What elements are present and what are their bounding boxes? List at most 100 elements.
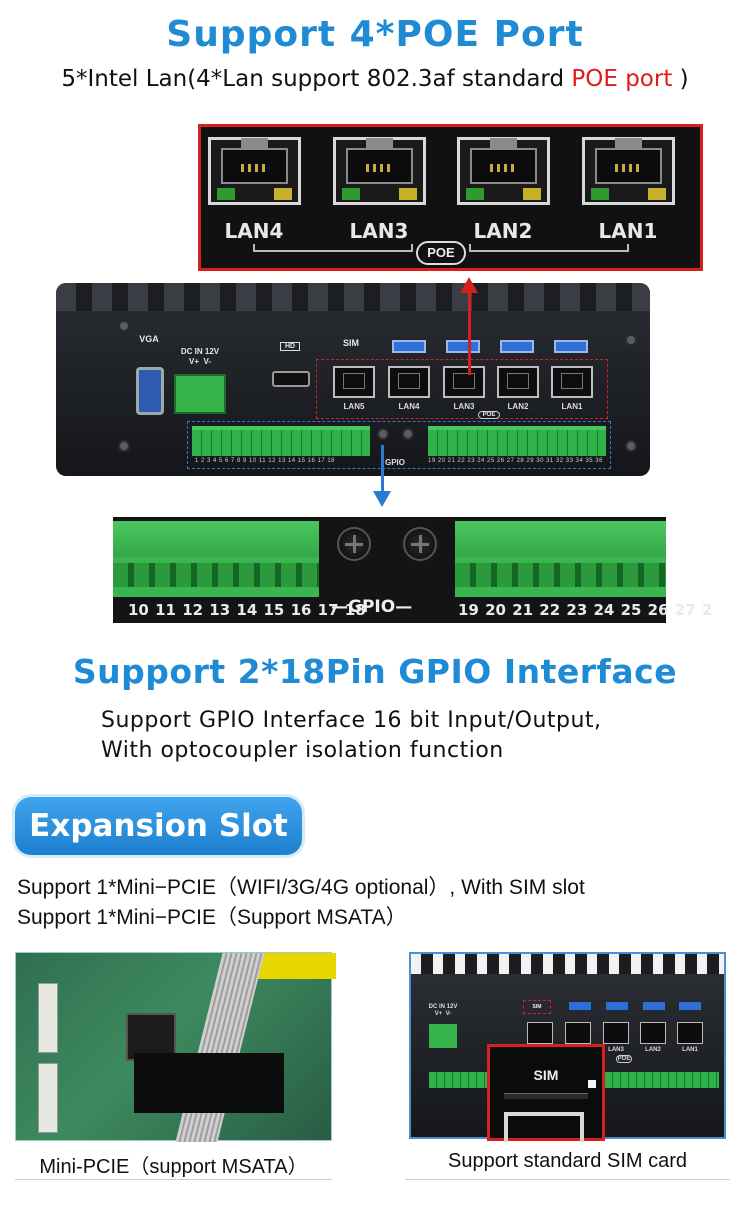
gpio-terminal-block-left	[113, 521, 319, 597]
gpio-terminal-left	[192, 426, 370, 456]
screw-icon	[337, 527, 371, 561]
lan-port-label: LAN4	[398, 402, 420, 411]
rj45-port-lan2	[457, 137, 550, 205]
mini-pcie-slot	[38, 1063, 58, 1133]
usb3-port	[606, 1002, 628, 1010]
usb3-port	[446, 340, 480, 353]
usb3-port	[392, 340, 426, 353]
gpio-left-numbers: 1 2 3 4 5 6 7 8 9 10 11 12 13 14 15 16 1…	[195, 458, 335, 464]
usb3-port	[500, 340, 534, 353]
sim-slot-marker	[588, 1080, 596, 1088]
expansion-slot-badge: Expansion Slot	[15, 797, 302, 855]
hdmi-port	[272, 371, 310, 387]
sim-slot-zoom: SIM	[487, 1044, 605, 1142]
caption-underline	[15, 1179, 332, 1180]
lan-port	[527, 1022, 553, 1044]
screw-icon	[625, 334, 637, 346]
caption-underline	[405, 1179, 730, 1180]
lan-port	[497, 366, 539, 398]
caption-sim-card: Support standard SIM card	[447, 1150, 687, 1172]
gpio-zoom-panel: 10 11 12 13 14 15 16 17 18 —GPIO— 19 20 …	[113, 517, 712, 623]
sim-slot-photo: DC IN 12V V+ V- SIM LAN3 LAN2 LAN1 POE S…	[409, 952, 726, 1142]
dc-in-label: DC IN 12V V+ V-	[428, 1004, 458, 1017]
sim-zoom-label: SIM	[533, 1067, 559, 1083]
caption-mini-pcie: Mini-PCIE（support MSATA）	[39, 1156, 308, 1178]
activity-led-icon	[523, 188, 541, 200]
lan-port	[603, 1022, 629, 1044]
rj45-port-lan1	[582, 137, 675, 205]
usb3-port	[679, 1002, 701, 1010]
mini-pcie-slot	[38, 983, 58, 1053]
screw-icon	[118, 320, 130, 332]
poe-bracket-right	[469, 244, 629, 252]
zoom-port-label: LAN1	[598, 219, 658, 243]
lan-port	[677, 1022, 703, 1044]
usb3-port	[554, 340, 588, 353]
screw-icon	[377, 428, 389, 440]
poe-subtitle-highlight: POE port	[571, 66, 673, 92]
expansion-line1: Support 1*Mini−PCIE（WIFI/3G/4G optional）…	[17, 876, 585, 899]
dc-power-connector	[429, 1024, 457, 1048]
poe-badge: POE	[416, 241, 466, 265]
poe-title: Support 4*POE Port	[166, 14, 584, 55]
sim-small-label: SIM	[532, 1004, 542, 1010]
lan-highlight-box	[316, 359, 608, 419]
sim-tray-outline	[504, 1112, 584, 1142]
lan-port	[388, 366, 430, 398]
poe-port-zoom-panel: LAN4 LAN3 LAN2 LAN1 POE	[198, 124, 703, 271]
screw-icon	[118, 440, 130, 452]
zoom-port-label: LAN3	[349, 219, 409, 243]
poe-subtitle-prefix: 5*Intel Lan(4*Lan support 802.3af standa…	[61, 66, 572, 92]
rj45-port-lan3	[333, 137, 426, 205]
screw-icon	[625, 440, 637, 452]
gpio-description-line2: With optocoupler isolation function	[101, 738, 504, 763]
poe-subtitle-suffix: )	[672, 66, 689, 92]
arrow-up-icon	[460, 277, 478, 293]
gpio-highlight-box	[187, 421, 611, 469]
gpio-small-label: GPIO	[385, 458, 406, 467]
gpio-terminal-right	[428, 426, 606, 456]
heatsink-fins	[56, 283, 650, 311]
usb3-port	[569, 1002, 591, 1010]
lan-port-label: LAN1	[682, 1047, 698, 1053]
expansion-line2: Support 1*Mini−PCIE（Support MSATA）	[17, 906, 407, 929]
heatsink-fins	[411, 954, 724, 974]
screw-icon	[403, 527, 437, 561]
lan-port	[551, 366, 593, 398]
gpio-title: Support 2*18Pin GPIO Interface	[72, 652, 678, 691]
link-led-icon	[591, 188, 609, 200]
mini-pcie-board-photo	[15, 952, 336, 1142]
poe-small-badge: POE	[616, 1055, 632, 1063]
link-led-icon	[342, 188, 360, 200]
gpio-zoom-label: —GPIO—	[331, 597, 413, 617]
sim-highlight-box: SIM	[523, 1000, 551, 1014]
arrow-down-icon	[373, 491, 391, 507]
lan-port-label: LAN3	[453, 402, 475, 411]
zoom-port-label: LAN2	[473, 219, 533, 243]
vga-label: VGA	[139, 334, 159, 344]
screw-icon	[402, 428, 414, 440]
poe-subtitle: 5*Intel Lan(4*Lan support 802.3af standa…	[0, 66, 750, 92]
activity-led-icon	[274, 188, 292, 200]
hd-icon: HD	[280, 342, 300, 351]
poe-bracket-left	[253, 244, 413, 252]
gpio-terminal-block-right	[455, 521, 666, 597]
black-tape	[134, 1053, 284, 1113]
sim-label: SIM	[342, 338, 359, 348]
link-led-icon	[217, 188, 235, 200]
ribbon-cable	[175, 953, 265, 1142]
link-led-icon	[466, 188, 484, 200]
gpio-right-numbers: 19 20 21 22 23 24 25 26 27 28 29 30 31 3…	[428, 458, 603, 464]
poe-arrow-line	[468, 290, 471, 375]
activity-led-icon	[648, 188, 666, 200]
dc-in-label: DC IN 12V V+ V-	[180, 347, 220, 366]
gpio-description-line1: Support GPIO Interface 16 bit Input/Outp…	[101, 708, 602, 733]
usb3-port	[643, 1002, 665, 1010]
lan-port	[565, 1022, 591, 1044]
gpio-zoom-right-numbers: 19 20 21 22 23 24 25 26 27 2	[458, 601, 713, 619]
lan-port	[443, 366, 485, 398]
sim-card-slot	[504, 1093, 588, 1099]
lan-port	[640, 1022, 666, 1044]
activity-led-icon	[399, 188, 417, 200]
rj45-port-lan4	[208, 137, 301, 205]
